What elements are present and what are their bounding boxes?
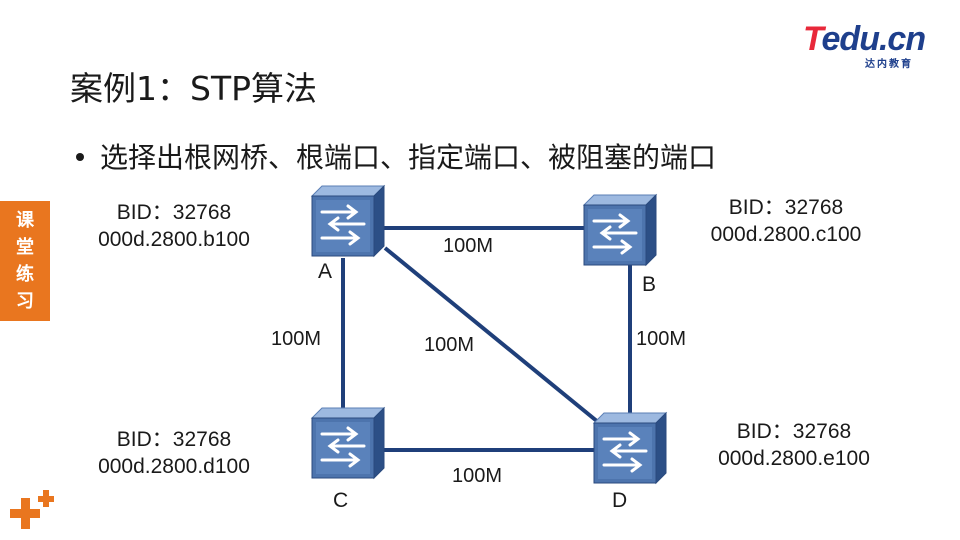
switch-b-icon <box>582 193 658 267</box>
side-tab-char: 堂 <box>16 237 34 258</box>
link-a-d <box>383 246 600 424</box>
links <box>341 226 632 452</box>
switch-c-bid: BID：32768 000d.2800.d100 <box>86 426 262 480</box>
link-label-b-d: 100M <box>636 328 687 350</box>
switch-a-icon <box>310 184 386 258</box>
bid-mac: 000d.2800.c100 <box>710 223 862 246</box>
logo-letters-rest: edu.cn <box>821 20 927 58</box>
bullet-item: 选择出根网桥、根端口、指定端口、被阻塞的端口 <box>76 136 716 176</box>
switch-c-icon <box>310 406 386 480</box>
switch-a-bid: BID：32768 000d.2800.b100 <box>86 199 262 253</box>
switch-b-label: B <box>642 273 657 296</box>
bid-mac: 000d.2800.b100 <box>98 228 250 251</box>
logo-wordmark: Tedu.cn <box>803 20 927 58</box>
link-label-a-b: 100M <box>443 235 494 257</box>
bid-priority: BID：32768 <box>736 420 852 443</box>
switch-d-icon <box>592 411 668 485</box>
switch-d-label: D <box>612 489 628 512</box>
slide-title: 案例1：STP算法 <box>70 69 318 108</box>
bid-priority: BID：32768 <box>116 428 232 451</box>
bid-mac: 000d.2800.e100 <box>718 447 870 470</box>
switch-b-bid: BID：32768 000d.2800.c100 <box>698 194 874 248</box>
bid-priority: BID：32768 <box>116 201 232 224</box>
side-tab-char: 练 <box>16 264 34 285</box>
orange-plus-icon <box>10 490 54 529</box>
switch-a-label: A <box>318 260 333 283</box>
bullet-text: 选择出根网桥、根端口、指定端口、被阻塞的端口 <box>100 141 717 174</box>
switch-d-bid: BID：32768 000d.2800.e100 <box>706 418 882 472</box>
bid-priority: BID：32768 <box>728 196 844 219</box>
link-label-a-d: 100M <box>424 334 475 356</box>
link-label-a-c: 100M <box>271 328 322 350</box>
logo-letter-t: T <box>803 20 822 58</box>
tedu-logo: Tedu.cn 达内教育 <box>803 20 943 70</box>
bullet-dot <box>76 153 84 161</box>
switch-c-label: C <box>333 489 349 512</box>
bid-mac: 000d.2800.d100 <box>98 455 250 478</box>
side-tab-char: 习 <box>16 291 34 312</box>
side-tab-char: 课 <box>16 210 34 231</box>
side-tab-class-exercise: 课 堂 练 习 <box>0 201 50 321</box>
link-label-c-d: 100M <box>452 465 503 487</box>
logo-subtitle: 达内教育 <box>865 59 913 70</box>
